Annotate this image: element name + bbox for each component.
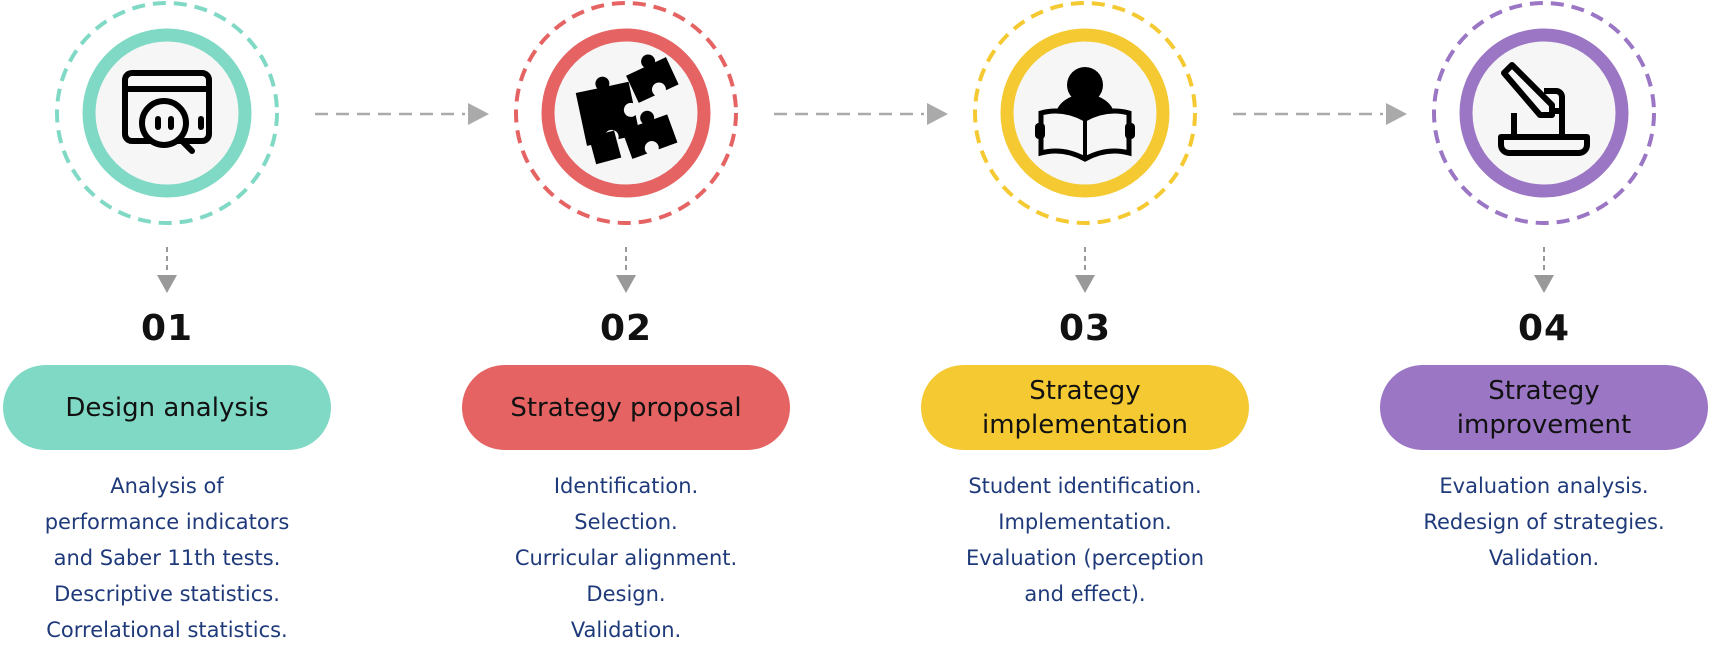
description-line: performance indicators xyxy=(44,510,290,534)
step-number: 04 xyxy=(1517,308,1571,349)
description-line: Analysis of xyxy=(110,474,224,498)
description-line: Evaluation (perception xyxy=(965,546,1205,570)
description-line: Identification. xyxy=(553,474,699,498)
step-number: 02 xyxy=(599,308,653,349)
next-step-arrow-icon xyxy=(1233,103,1407,125)
step-badge xyxy=(973,1,1197,293)
description-line: and Saber 11th tests. xyxy=(53,546,281,570)
down-arrow-icon xyxy=(616,275,636,293)
step-number: 03 xyxy=(1058,308,1112,349)
step-title: Strategy proposal xyxy=(510,392,742,423)
dashed-outer-ring xyxy=(55,1,279,225)
step-badge xyxy=(514,1,738,293)
next-step-arrow-icon xyxy=(774,103,948,125)
step-title-pill: Strategy implementation xyxy=(921,365,1249,450)
step-title: Strategy implementation xyxy=(981,375,1188,440)
step-description: Evaluation analysis. Redesign of strategi… xyxy=(1374,468,1712,576)
description-line: Implementation. xyxy=(998,510,1172,534)
step-title-pill: Design analysis xyxy=(3,365,331,450)
icon-ring xyxy=(541,28,711,198)
down-arrow-icon xyxy=(157,275,177,293)
description-line: and effect). xyxy=(1024,582,1146,606)
step-description: Student identification. Implementation. Ev… xyxy=(915,468,1255,612)
description-line: Design. xyxy=(586,582,666,606)
description-line: Selection. xyxy=(574,510,678,534)
step-02: 02 Strategy proposal Identification. Sele… xyxy=(456,0,796,647)
description-line: Student identification. xyxy=(968,474,1202,498)
dashed-outer-ring xyxy=(514,1,738,225)
step-badge xyxy=(55,1,279,293)
reading-person-icon xyxy=(1035,67,1135,162)
step-03: 03 Strategy implementation Student ident… xyxy=(915,0,1255,647)
step-title: Strategy improvement xyxy=(1456,375,1632,440)
dashed-outer-ring xyxy=(1432,1,1656,225)
dashed-outer-ring xyxy=(973,1,1197,225)
down-arrow-icon xyxy=(1534,275,1554,293)
step-number: 01 xyxy=(140,308,194,349)
puzzle-icon xyxy=(575,54,679,165)
pen-stamp-icon xyxy=(1498,62,1590,156)
description-line: Correlational statistics. xyxy=(46,618,288,642)
dashboard-search-icon xyxy=(122,70,212,154)
step-01: 01 Design analysis Analysis of performanc… xyxy=(0,0,337,647)
step-title: Design analysis xyxy=(65,392,269,423)
description-line: Validation. xyxy=(1488,546,1600,570)
next-step-arrow-icon xyxy=(315,103,489,125)
description-line: Curricular alignment. xyxy=(514,546,738,570)
step-badge xyxy=(1432,1,1656,293)
description-line: Evaluation analysis. xyxy=(1439,474,1649,498)
description-line: Descriptive statistics. xyxy=(54,582,280,606)
step-title-pill: Strategy proposal xyxy=(462,365,790,450)
step-description: Analysis of performance indicators and Sab… xyxy=(0,468,337,648)
description-line: Redesign of strategies. xyxy=(1423,510,1665,534)
step-title-pill: Strategy improvement xyxy=(1380,365,1708,450)
description-line: Validation. xyxy=(570,618,682,642)
step-description: Identification. Selection. Curricular alig… xyxy=(456,468,796,648)
step-04: 04 Strategy improvement Evaluation analy… xyxy=(1374,0,1712,647)
down-arrow-icon xyxy=(1075,275,1095,293)
